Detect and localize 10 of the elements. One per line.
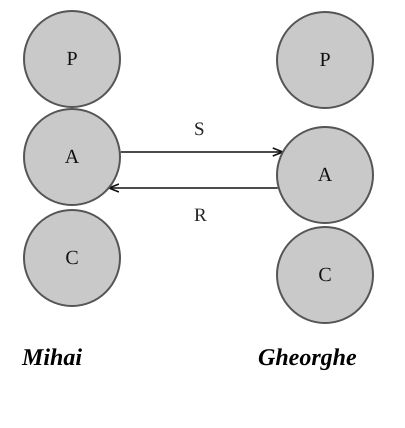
node-letter: C (65, 246, 79, 271)
arrow (120, 147, 284, 157)
node-letter: A (64, 145, 80, 170)
person-name: Mihai (22, 344, 82, 373)
arrow (108, 183, 278, 193)
person-name: Gheorghe (258, 344, 357, 373)
node-letter: P (66, 47, 78, 72)
node-letter: P (319, 48, 331, 73)
node-letter: C (318, 263, 332, 288)
node-letter: A (318, 163, 332, 188)
